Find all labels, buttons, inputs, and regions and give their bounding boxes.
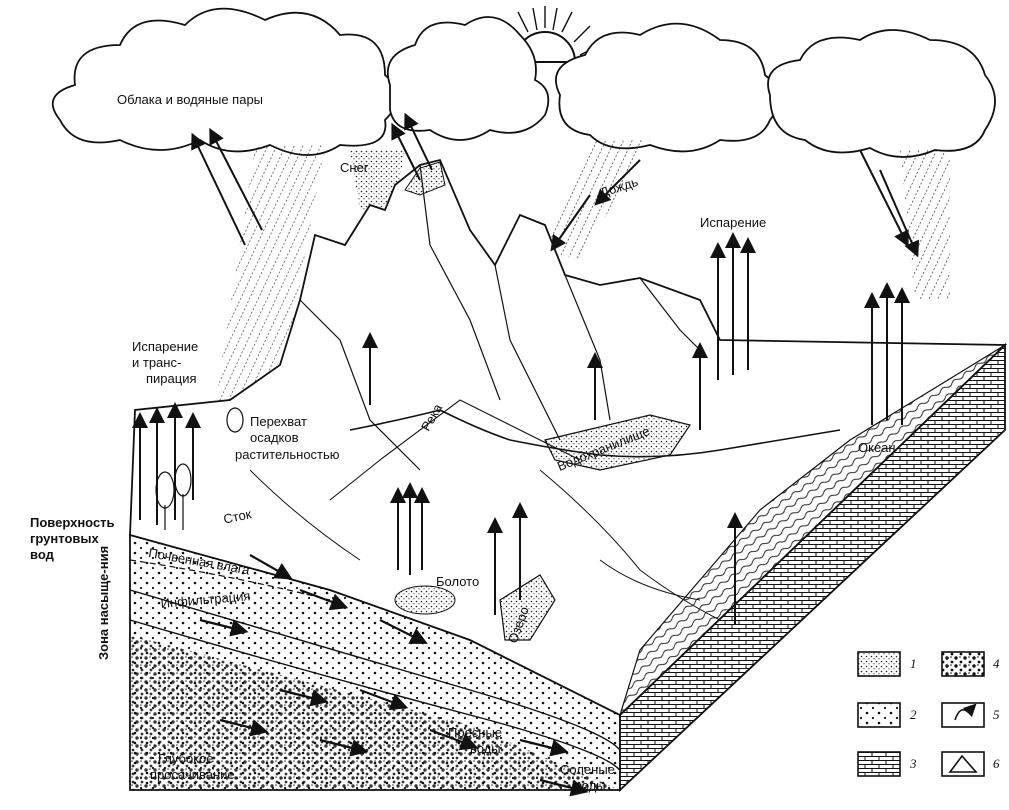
legend-arrow-icon [954,703,977,721]
label-groundwater-surface-1: Поверхность [30,515,115,530]
label-swamp: Болото [436,574,480,589]
legend-num-2: 2 [910,707,917,722]
label-saline-water-1: Соленые [560,762,615,777]
legend-num-1: 1 [910,656,917,671]
legend-num-5: 5 [993,707,1000,722]
legend-swatch-4 [941,651,985,677]
legend-swatch-1 [857,651,901,677]
label-interception-2: осадков [250,430,299,445]
legend-num-6: 6 [993,756,1000,771]
tree-icons [155,407,244,530]
label-interception-3: растительностью [235,447,340,462]
label-fresh-water-1: Пресные [448,725,503,740]
cloud-center-icon [386,16,550,141]
label-fresh-water-2: воды [470,741,501,756]
label-groundwater-surface-3: вод [30,547,54,562]
rain-arrows [550,159,920,258]
label-saline-water-2: воды [575,778,606,793]
rain-band-left [215,145,325,405]
land-surface [129,158,1008,717]
label-deep-percolation-2: просачивание [150,767,235,782]
label-evap-transpiration-2: и транс- [132,355,182,370]
label-clouds: Облака и водяные пары [117,92,264,107]
label-interception-1: Перехват [250,414,307,429]
rain-band-right [900,150,950,300]
vapour-arrows [191,112,909,248]
evaporation-arrows [132,232,910,625]
legend-swatch-3 [857,751,901,777]
label-saturation-zone: Зона насыще-ния [96,545,111,660]
label-evaporation: Испарение [700,215,767,230]
legend-swatch-5 [941,702,985,728]
label-evap-transpiration-3: пирация [146,371,197,386]
cloud-left-icon [51,7,399,156]
label-groundwater-surface-2: грунтовых [30,531,99,546]
legend-num-4: 4 [993,656,1000,671]
groundwater-flow-arrows [199,554,589,797]
legend [857,651,985,777]
legend-swatch-2 [857,702,901,728]
legend-triangle-arrows-icon [948,754,978,773]
legend-num-3: 3 [910,756,917,771]
label-deep-percolation-1: Глубокое [158,751,214,766]
cloud-right-center-icon [555,22,780,153]
ocean-surface [618,344,1006,718]
label-snow: Снег [340,160,369,175]
label-evap-transpiration-1: Испарение [132,339,199,354]
cloud-right-icon [767,29,996,158]
label-ocean: Океан [858,440,896,455]
